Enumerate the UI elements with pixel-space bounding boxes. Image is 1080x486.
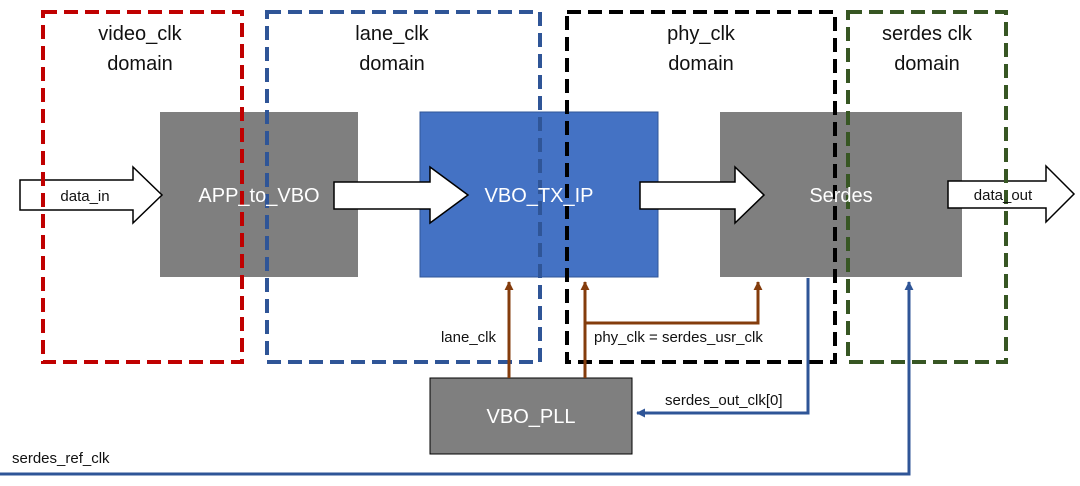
data-in-label: data_in bbox=[60, 188, 109, 205]
vbo-pll-block bbox=[429, 377, 633, 455]
data-out-label: data_out bbox=[974, 187, 1033, 204]
serdes-ref-clk-line bbox=[0, 281, 914, 476]
vbo-tx-ip-label: VBO_TX_IP bbox=[485, 185, 594, 207]
video-clk-domain-title: video_clk bbox=[98, 23, 182, 45]
serdes-clk-domain-title: serdes clk bbox=[882, 23, 973, 45]
serdes-clk-domain-subtitle: domain bbox=[894, 53, 960, 75]
lane-clk-label: lane_clk bbox=[441, 329, 497, 346]
app-to-vbo-block bbox=[160, 112, 358, 277]
phy-clk-label: phy_clk = serdes_usr_clk bbox=[594, 329, 763, 346]
data-out-arrow bbox=[947, 164, 1076, 224]
phy-clk-domain-title: phy_clk bbox=[667, 23, 736, 45]
lane-clk-domain-subtitle: domain bbox=[359, 53, 425, 75]
tx-to-serdes-arrow bbox=[639, 165, 766, 225]
app-to-vbo-label: APP_to_VBO bbox=[198, 185, 319, 207]
video-clk-domain-subtitle: domain bbox=[107, 53, 173, 75]
phy-clk-line-serdes bbox=[585, 281, 763, 325]
lane-clk-domain-title: lane_clk bbox=[355, 23, 429, 45]
serdes-out-clk-label: serdes_out_clk[0] bbox=[665, 392, 783, 409]
phy-clk-domain-box bbox=[565, 10, 837, 364]
app-to-tx-arrow bbox=[333, 165, 470, 225]
data-in-arrow bbox=[19, 165, 164, 225]
lane-clk-domain-box bbox=[265, 10, 542, 364]
serdes-out-clk-line bbox=[636, 278, 810, 418]
phy-clk-domain-subtitle: domain bbox=[668, 53, 734, 75]
serdes-ref-clk-label: serdes_ref_clk bbox=[12, 450, 110, 467]
serdes-label: Serdes bbox=[809, 185, 872, 207]
vbo-pll-label: VBO_PLL bbox=[487, 406, 576, 428]
serdes-clk-domain-box bbox=[846, 10, 1008, 364]
